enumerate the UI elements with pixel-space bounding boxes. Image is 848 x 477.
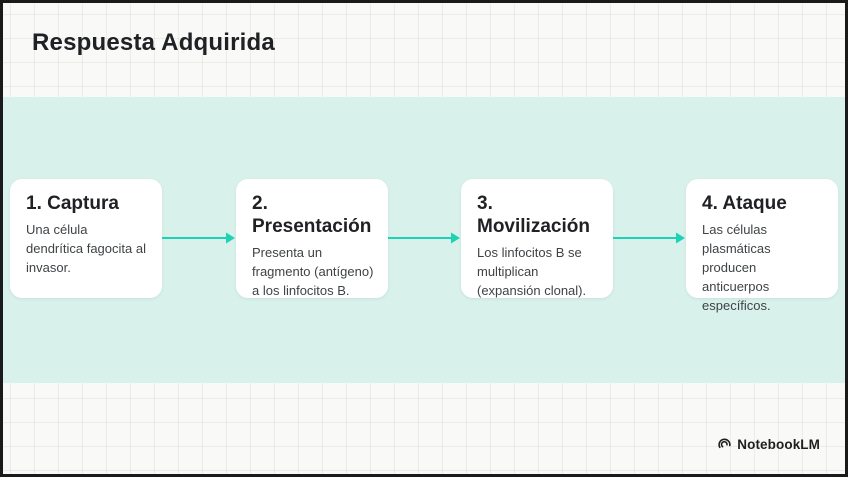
step-title: 4. Ataque <box>702 193 787 214</box>
step-title: 3. Movilización <box>477 193 590 238</box>
branding-label: NotebookLM <box>737 437 820 452</box>
notebooklm-logo-icon <box>717 437 732 452</box>
step-description: Los linfocitos B se multiplican (expansi… <box>477 245 587 299</box>
right-arrow-icon <box>388 232 460 244</box>
step-title: 1. Captura <box>26 193 119 214</box>
step-description: Presenta un fragmento (antígeno) a los l… <box>252 245 374 299</box>
step-card-movilizacion: 3. Movilización Los linfocitos B se mult… <box>461 179 613 298</box>
step-card-presentacion: 2. Presentación Presenta un fragmento (a… <box>236 179 388 298</box>
page-title: Respuesta Adquirida <box>32 29 275 56</box>
right-arrow-icon <box>613 232 685 244</box>
step-title: 2. Presentación <box>252 193 372 238</box>
step-description: Una célula dendrítica fagocita al invaso… <box>26 222 146 275</box>
branding-lockup: NotebookLM <box>717 437 820 452</box>
step-card-ataque: 4. Ataque Las células plasmáticas produc… <box>686 179 838 313</box>
step-card-captura: 1. Captura Una célula dendrítica fagocit… <box>10 179 162 298</box>
step-description: Las células plasmáticas producen anticue… <box>702 222 771 313</box>
right-arrow-icon <box>162 232 235 244</box>
